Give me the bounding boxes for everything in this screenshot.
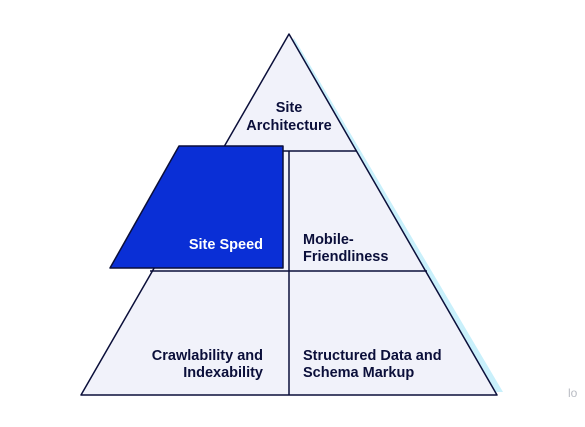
label-structured-line1: Structured Data and	[303, 348, 442, 364]
site-speed-block	[109, 145, 284, 269]
label-crawl-line2: Indexability	[183, 365, 263, 381]
label-top-line2: Architecture	[246, 118, 331, 134]
label-mobile-line2: Friendliness	[303, 249, 388, 265]
watermark-text: lo	[568, 386, 578, 400]
label-mobile-line1: Mobile-	[303, 232, 354, 248]
label-structured-line2: Schema Markup	[303, 365, 414, 381]
label-site-speed: Site Speed	[189, 237, 263, 253]
label-crawl-line1: Crawlability and	[152, 348, 263, 364]
label-top-line1: Site	[276, 100, 303, 116]
